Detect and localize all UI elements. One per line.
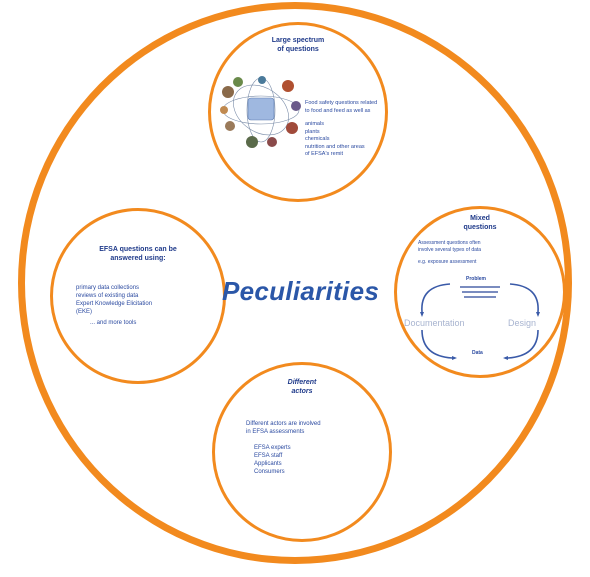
left-bullet: Expert Knowledge Elicitation [76,301,153,307]
bottom-text: Different actors are involved in EFSA as… [246,420,366,476]
bottom-bullet: Applicants [254,461,282,467]
cycle-arrow-right-top [509,283,539,313]
top-bullet: nutrition and other areas [305,143,365,150]
cycle-label-bottom: Data [472,350,483,356]
cycle-arrow-left-bottom [421,329,453,359]
left-text: primary data collections reviews of exis… [76,284,206,327]
cycle-label-right: Design [508,318,537,328]
bubble-efsa-questions[interactable] [50,208,226,384]
left-bullet: (EKE) [76,309,93,315]
bubble-different-actors-title: Different actors [287,379,317,395]
cycle-arrow-left-top [421,283,451,313]
bottom-bullet: Consumers [254,469,285,475]
left-bullet: primary data collections [76,285,140,291]
top-text: Food safety questions related to food an… [305,100,385,159]
left-bullet: reviews of existing data [76,293,139,299]
top-bullet: of EFSA's remit [305,151,344,157]
right-text: Assessment questions often involve sever… [418,240,482,265]
outer-ring [18,2,572,564]
page-title: Peculiarities [222,276,380,306]
bubble-efsa-questions-title: EFSA questions can be answered using: [99,246,177,262]
bottom-bullet: EFSA staff [254,453,283,459]
bubble-different-actors[interactable] [212,362,392,542]
cycle-label-left: Documentation [404,318,465,328]
cycle-arrow-right-bottom [507,329,539,359]
bubble-large-spectrum[interactable] [208,22,388,202]
left-note: ... and more tools [90,320,137,326]
cycle-diagram [420,283,540,360]
top-bullet: plants [305,128,320,135]
network-center-node [247,97,275,121]
top-bullet: animals [305,121,324,127]
network-illustration [220,76,301,148]
top-bullet: chemicals [305,136,330,142]
bubble-mixed-questions-title: Mixed questions [463,215,497,231]
bottom-bullet: EFSA experts [254,445,291,451]
bubble-large-spectrum-title: Large spectrum of questions [271,37,325,53]
cycle-label-top: Problem [466,276,487,282]
